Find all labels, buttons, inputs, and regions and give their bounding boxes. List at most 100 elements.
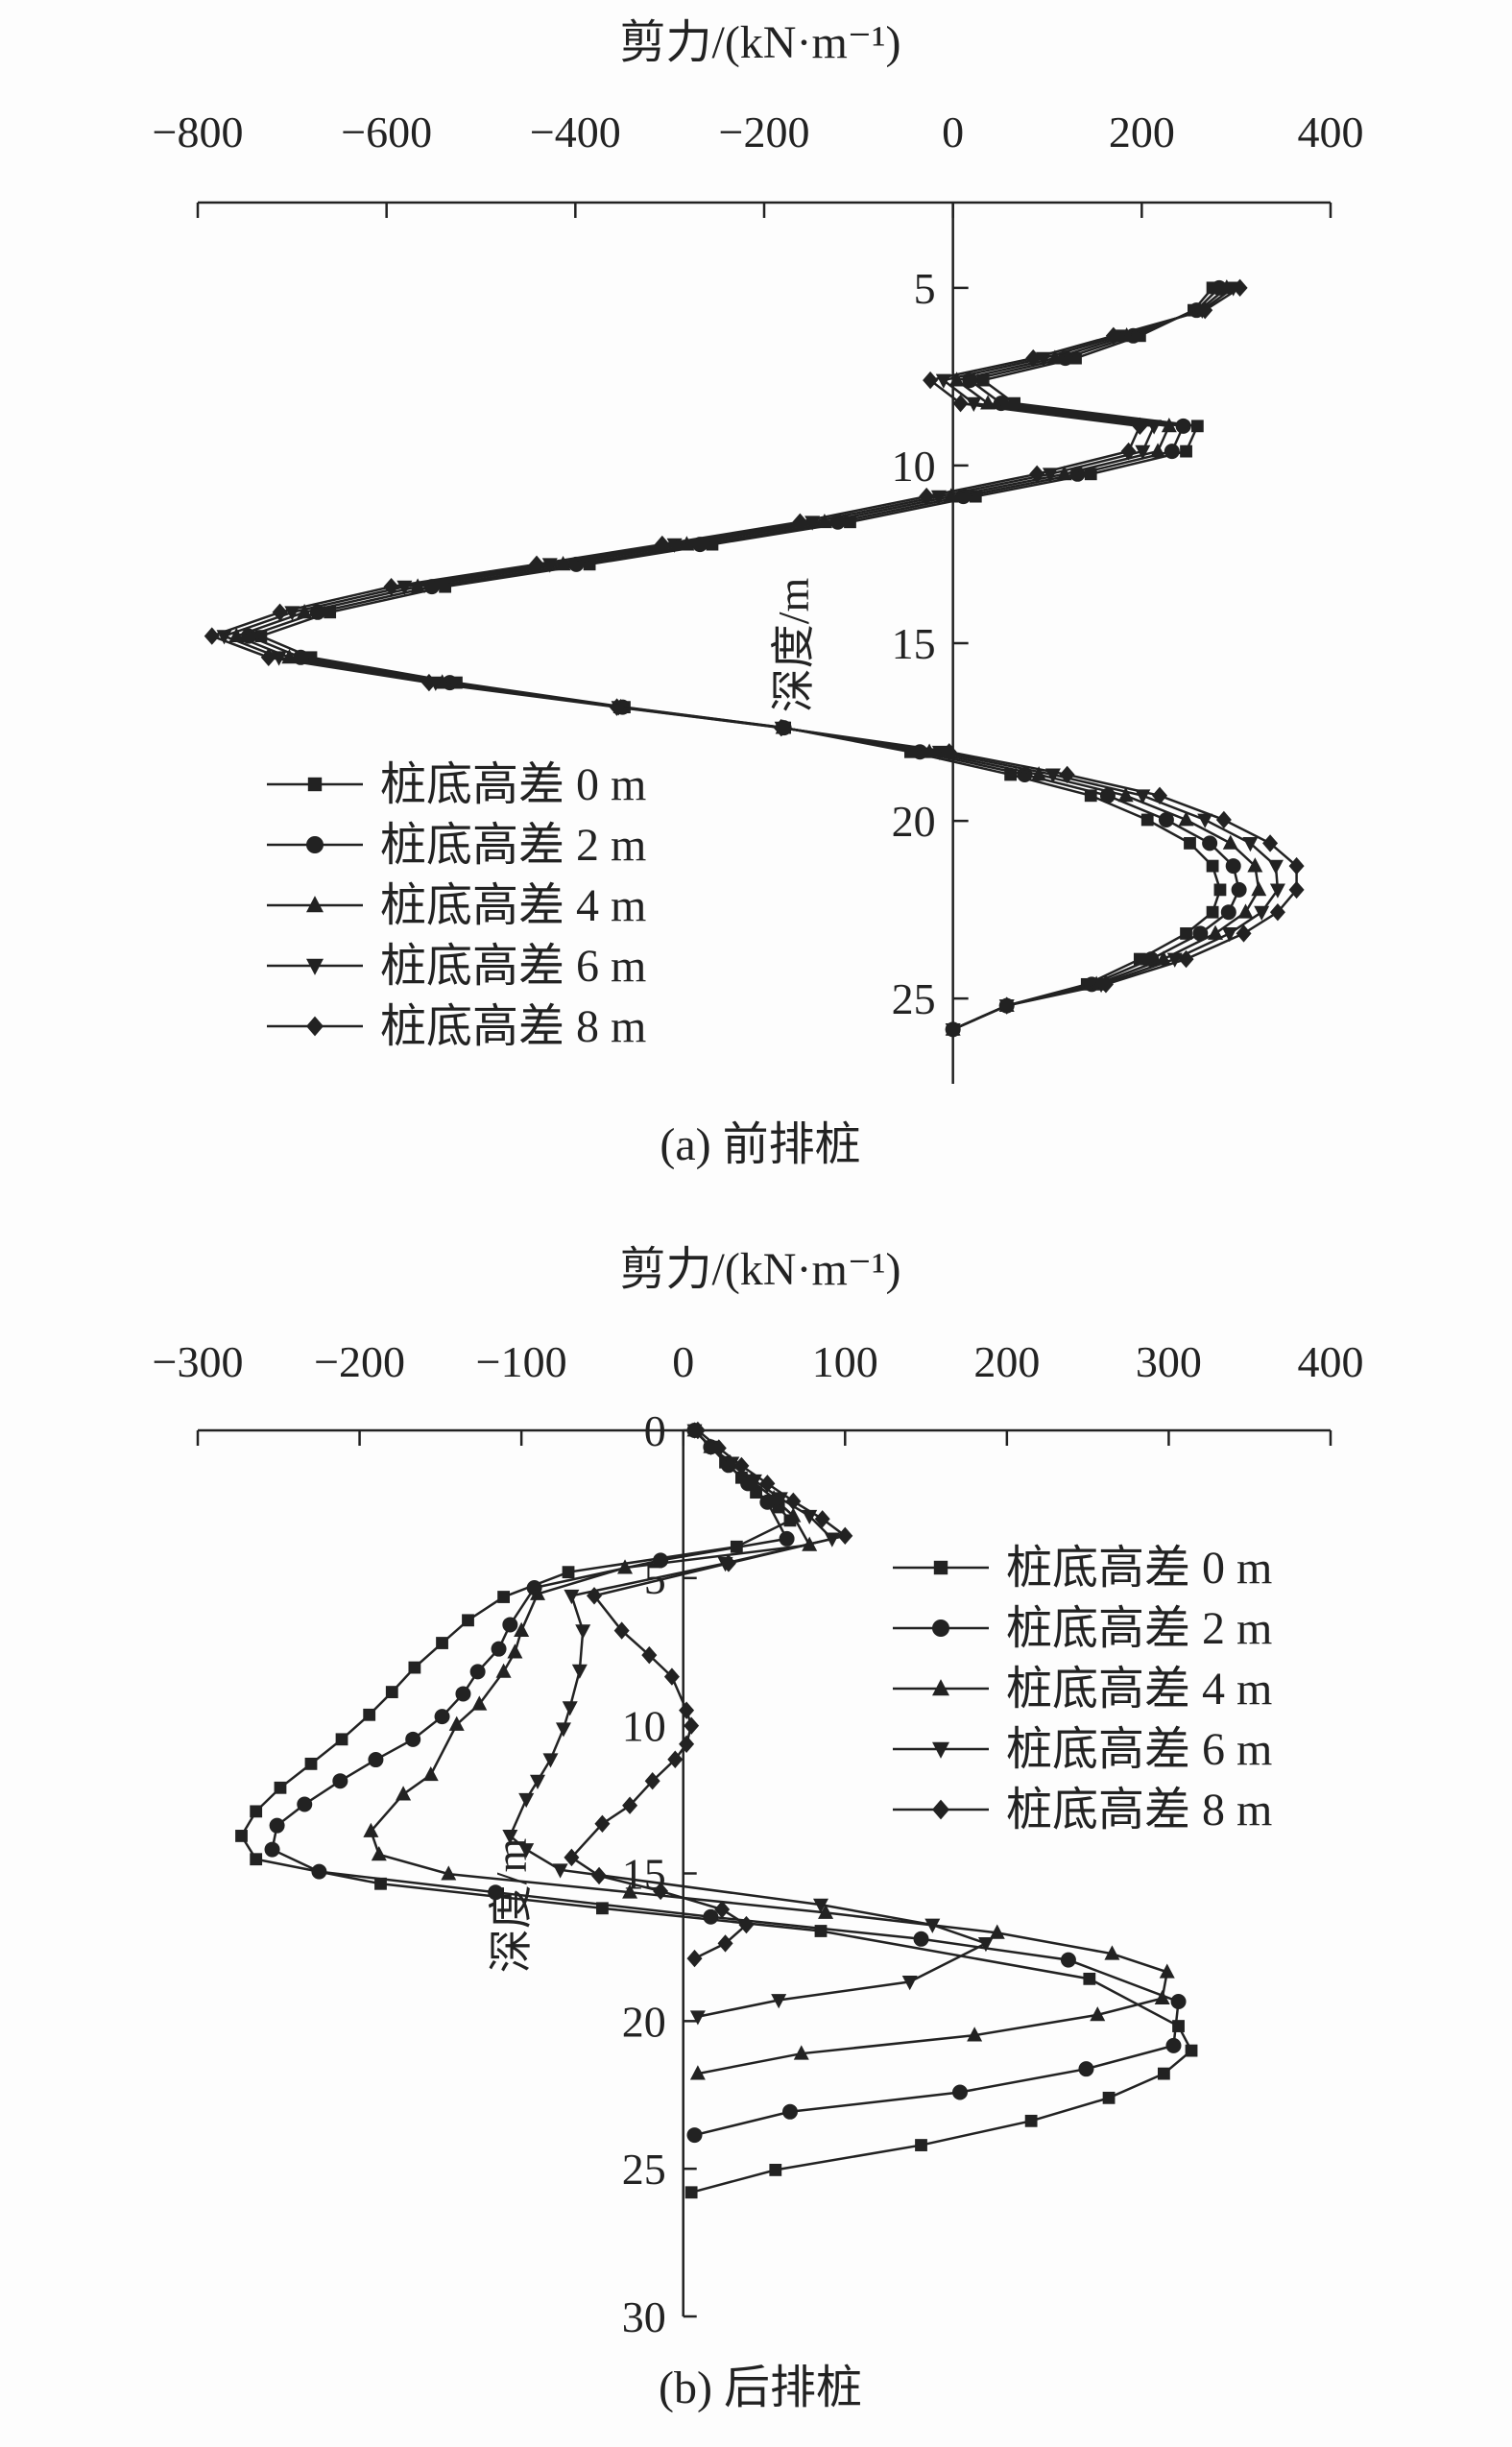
y-tick-label: 25 (892, 974, 936, 1023)
triangle-down-marker (542, 1753, 559, 1768)
diamond-marker (383, 577, 399, 596)
triangle-up-marker (371, 1846, 387, 1861)
triangle-down-marker (1267, 859, 1284, 875)
diamond-marker (622, 1796, 638, 1814)
circle-marker (306, 836, 324, 853)
circle-marker (269, 1817, 285, 1834)
x-tick-label: −600 (341, 108, 432, 156)
triangle-up-marker (1247, 857, 1263, 873)
circle-marker (1165, 2037, 1182, 2053)
triangle-down-marker (502, 1830, 518, 1845)
diamond-marker (1197, 300, 1213, 320)
diamond-marker (952, 394, 969, 413)
x-tick-label: −800 (153, 108, 244, 156)
circle-marker (455, 1686, 471, 1702)
square-marker (1213, 883, 1227, 897)
triangle-up-marker (1104, 1945, 1120, 1960)
square-marker (1140, 813, 1154, 827)
square-marker (307, 777, 323, 792)
y-tick-label: 20 (892, 797, 936, 846)
square-marker (235, 1830, 248, 1842)
legend-item: 桩底高差 8 m (893, 1785, 1272, 1835)
y-tick-label: 0 (644, 1406, 666, 1455)
diamond-marker (654, 535, 670, 554)
diamond-marker (641, 1645, 658, 1665)
x-tick-label: −300 (153, 1337, 244, 1386)
diamond-marker (837, 1526, 853, 1546)
chart-caption: (a) 前排桩 (660, 1119, 860, 1170)
circle-marker (653, 1552, 669, 1569)
triangle-down-marker (1221, 927, 1237, 943)
legend-item: 桩底高差 8 m (267, 1001, 646, 1052)
triangle-up-marker (306, 896, 324, 913)
triangle-up-marker (441, 1865, 457, 1881)
diamond-marker (998, 996, 1015, 1015)
diamond-marker (689, 1421, 706, 1440)
x-tick-label: −400 (530, 108, 621, 156)
circle-marker (686, 2127, 703, 2144)
square-marker (374, 1877, 387, 1890)
square-marker (1157, 2067, 1170, 2080)
triangle-down-marker (562, 1701, 578, 1716)
diamond-marker (733, 1456, 750, 1475)
circle-marker (1170, 1994, 1187, 2010)
legend-item: 桩底高差 2 m (267, 820, 646, 871)
diamond-marker (1288, 856, 1305, 876)
series-line (271, 1429, 1180, 2137)
square-marker (915, 2139, 927, 2151)
triangle-down-marker (530, 1774, 545, 1790)
triangle-up-marker (297, 603, 313, 619)
diamond-marker (720, 1554, 736, 1572)
diamond-marker (679, 1701, 695, 1719)
triangle-up-marker (816, 513, 832, 529)
square-marker (769, 2163, 782, 2176)
square-marker (1180, 927, 1192, 940)
square-marker (1206, 859, 1219, 873)
circle-marker (1060, 1952, 1076, 1968)
circle-marker (434, 1709, 450, 1725)
triangle-down-marker (571, 1664, 588, 1679)
triangle-up-marker (1208, 924, 1224, 940)
diamond-marker (714, 1900, 731, 1919)
triangle-up-marker (422, 1765, 439, 1782)
triangle-down-marker (1254, 905, 1270, 922)
diamond-marker (1059, 765, 1075, 784)
diamond-marker (591, 1866, 608, 1885)
triangle-up-marker (396, 1786, 412, 1801)
triangle-up-marker (1031, 766, 1047, 781)
triangle-down-marker (552, 1863, 568, 1879)
triangle-up-marker (622, 1883, 638, 1899)
x-axis-title: 剪力/(kN·m⁻¹) (619, 17, 900, 68)
circle-marker (502, 1617, 518, 1633)
square-marker (250, 1853, 263, 1866)
square-marker (1102, 2091, 1116, 2104)
triangle-up-marker (818, 1904, 834, 1919)
diamond-marker (945, 1020, 961, 1039)
legend-item: 桩底高差 4 m (893, 1664, 1272, 1715)
series-diamond (204, 278, 1305, 1039)
square-marker (814, 1925, 828, 1937)
square-marker (462, 1614, 474, 1627)
series-circle (264, 1423, 1187, 2144)
circle-marker (932, 1619, 949, 1637)
triangle-up-marker (1251, 881, 1267, 897)
triangle-down-marker (1146, 420, 1163, 435)
triangle-down-marker (555, 1722, 571, 1738)
triangle-up-marker (1154, 1989, 1170, 2005)
diamond-marker (260, 648, 276, 667)
circle-marker (368, 1752, 384, 1768)
y-tick-label: 10 (622, 1702, 666, 1751)
triangle-down-marker (518, 1843, 535, 1859)
series-line (569, 1429, 849, 1960)
diamond-marker (932, 1799, 949, 1820)
square-marker (684, 2186, 698, 2199)
diamond-marker (1097, 975, 1114, 994)
circle-marker (1192, 925, 1209, 942)
diamond-marker (759, 1475, 776, 1493)
triangle-down-marker (1242, 837, 1259, 852)
diamond-marker (710, 1439, 727, 1457)
diamond-marker (1152, 786, 1168, 804)
square-marker (497, 1591, 510, 1603)
triangle-up-marker (1150, 443, 1166, 458)
